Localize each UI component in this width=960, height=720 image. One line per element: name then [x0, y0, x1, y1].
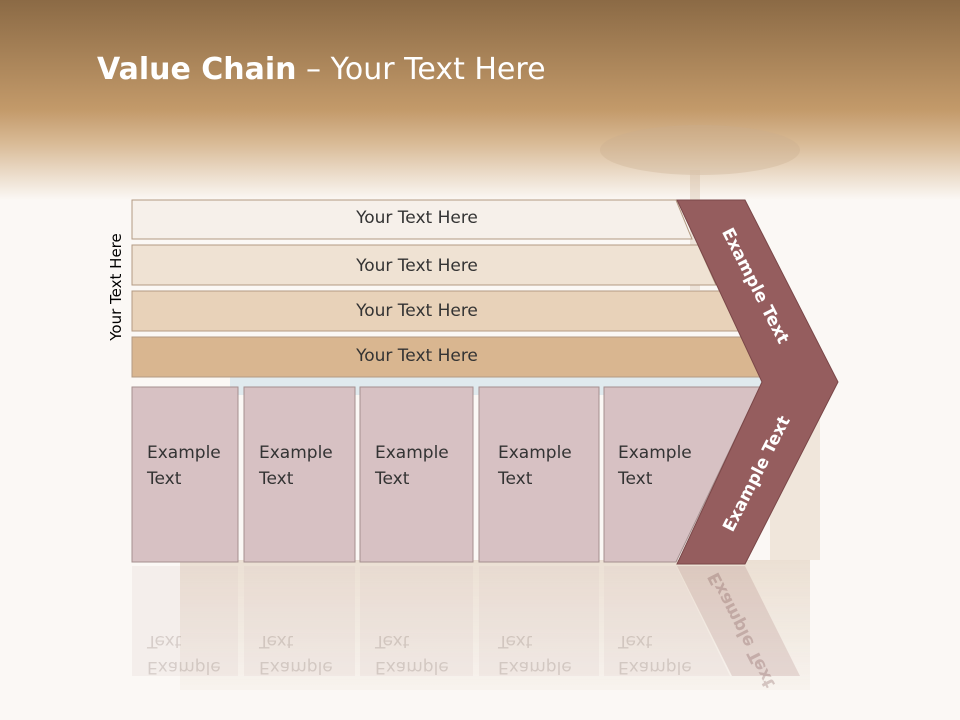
box-text-4-reflection-line1: Example	[498, 657, 572, 677]
box-text-5-reflection: Example Text	[618, 628, 718, 680]
box-text-2-reflection: Example Text	[259, 628, 359, 680]
box-text-3-line1: Example	[375, 443, 449, 463]
box-text-2-line2: Text	[259, 469, 294, 489]
row-label-2: Your Text Here	[356, 256, 478, 276]
title-bold: Value Chain	[97, 52, 297, 87]
box-text-4-reflection: Example Text	[498, 628, 598, 680]
box-text-1-reflection-line2: Text	[147, 631, 182, 651]
box-text-5-line1: Example	[618, 443, 692, 463]
box-text-1-line1: Example	[147, 443, 221, 463]
activity-box-3[interactable]	[359, 386, 474, 563]
box-text-1-reflection: Example Text	[147, 628, 247, 680]
box-text-1-reflection-line1: Example	[147, 657, 221, 677]
box-text-5-line2: Text	[618, 469, 653, 489]
box-text-3-reflection-line2: Text	[375, 631, 410, 651]
box-text-2-reflection-line1: Example	[259, 657, 333, 677]
row-bar-2[interactable]	[131, 244, 717, 286]
reflection	[132, 566, 800, 676]
activity-box-1[interactable]	[131, 386, 239, 563]
slide-title: Value Chain – Your Text Here	[97, 52, 546, 87]
activity-box-2[interactable]	[243, 386, 356, 563]
box-text-3-line2: Text	[375, 469, 410, 489]
box-text-5-reflection-line2: Text	[618, 631, 653, 651]
box-text-2-reflection-line2: Text	[259, 631, 294, 651]
row-bar-1[interactable]	[131, 199, 693, 240]
margin-chevron[interactable]	[676, 199, 839, 565]
box-text-4-reflection-line2: Text	[498, 631, 533, 651]
activity-box-5[interactable]	[603, 386, 761, 563]
row-label-3: Your Text Here	[356, 301, 478, 321]
activity-box-4[interactable]	[478, 386, 600, 563]
box-text-4-line2: Text	[498, 469, 533, 489]
box-text-1-line2: Text	[147, 469, 182, 489]
box-text-2-line1: Example	[259, 443, 333, 463]
title-rest: – Your Text Here	[296, 52, 546, 87]
row-label-4: Your Text Here	[356, 346, 478, 366]
box-text-3-reflection-line1: Example	[375, 657, 449, 677]
box-text-5-reflection-line1: Example	[618, 657, 692, 677]
box-text-4-line1: Example	[498, 443, 572, 463]
box-text-3-reflection: Example Text	[375, 628, 475, 680]
row-label-1: Your Text Here	[356, 208, 478, 228]
